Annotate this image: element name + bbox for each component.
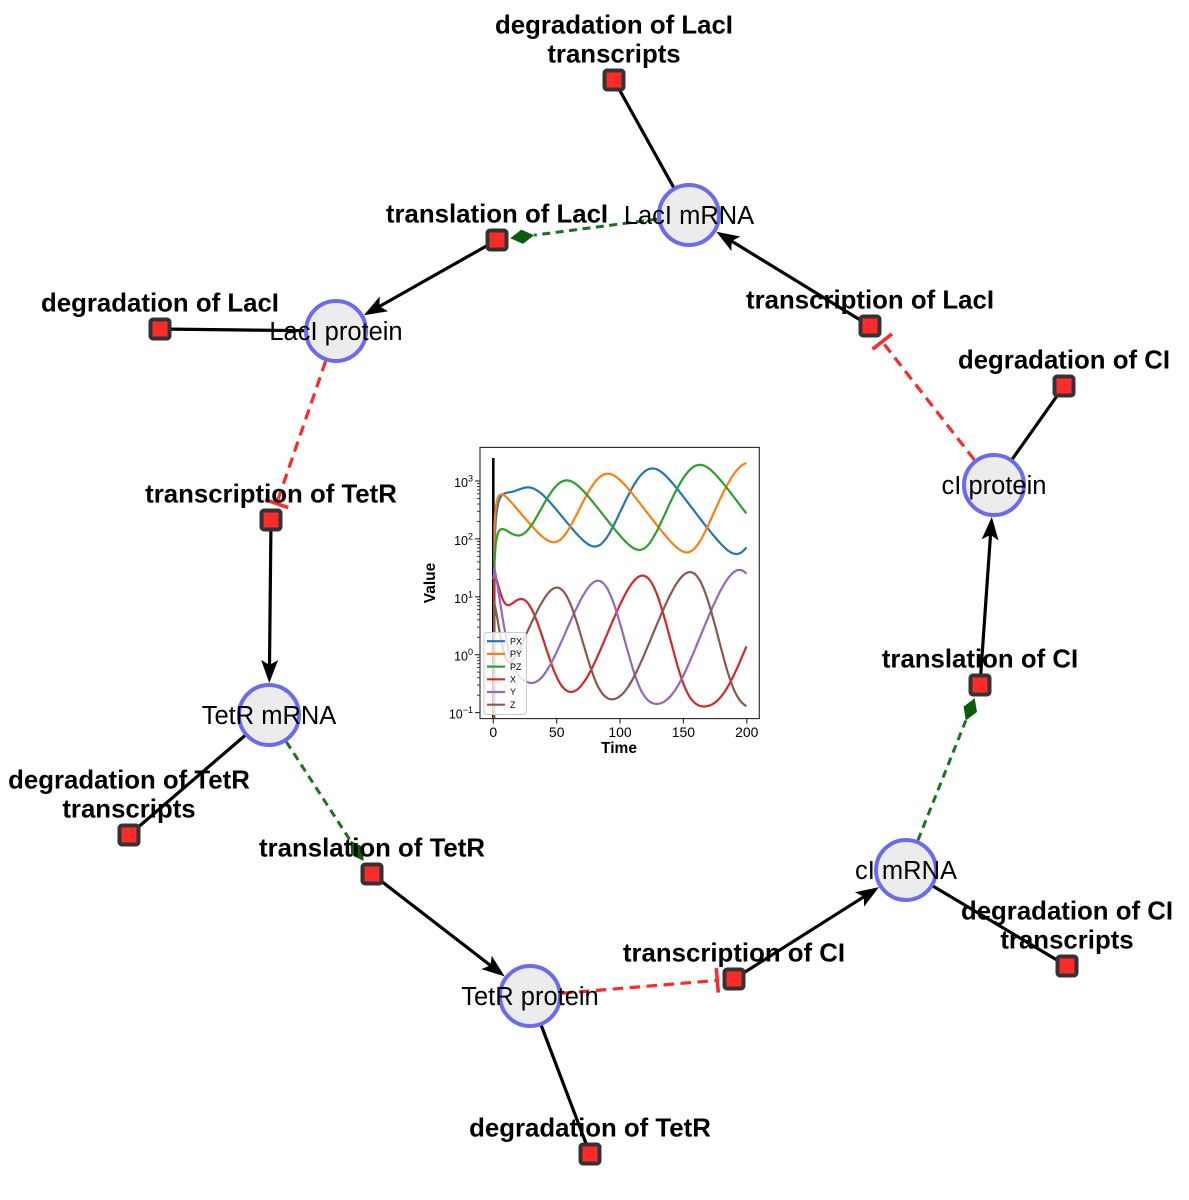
svg-text:Z: Z — [510, 700, 516, 710]
svg-text:Time: Time — [601, 740, 637, 757]
svg-text:103: 103 — [454, 474, 473, 491]
svg-text:degradation of CI: degradation of CI — [958, 347, 1170, 375]
svg-text:degradation of TetR: degradation of TetR — [469, 1115, 711, 1143]
svg-text:cI mRNA: cI mRNA — [855, 857, 957, 885]
svg-text:100: 100 — [608, 724, 632, 740]
svg-text:Y: Y — [510, 687, 516, 697]
svg-text:50: 50 — [549, 724, 565, 740]
svg-text:101: 101 — [454, 589, 473, 606]
svg-text:PZ: PZ — [510, 662, 522, 672]
svg-text:translation of TetR: translation of TetR — [259, 835, 485, 863]
svg-text:degradation of CI: degradation of CI — [961, 898, 1173, 926]
svg-text:102: 102 — [454, 531, 473, 548]
svg-text:TetR protein: TetR protein — [461, 983, 599, 1011]
svg-text:translation of LacI: translation of LacI — [386, 201, 608, 229]
svg-text:degradation of LacI: degradation of LacI — [41, 290, 279, 318]
svg-text:LacI mRNA: LacI mRNA — [624, 202, 754, 230]
svg-text:degradation of LacI: degradation of LacI — [495, 12, 733, 40]
svg-text:10−1: 10−1 — [449, 705, 473, 722]
svg-text:cI protein: cI protein — [942, 472, 1047, 500]
svg-text:degradation of TetR: degradation of TetR — [8, 767, 250, 795]
svg-text:100: 100 — [454, 647, 473, 664]
svg-text:transcripts: transcripts — [1000, 927, 1133, 955]
svg-text:X: X — [510, 675, 516, 685]
svg-text:TetR mRNA: TetR mRNA — [202, 702, 337, 730]
svg-text:transcription of TetR: transcription of TetR — [145, 481, 397, 509]
svg-text:0: 0 — [489, 724, 497, 740]
svg-text:transcription of LacI: transcription of LacI — [746, 287, 994, 315]
svg-text:PX: PX — [510, 636, 522, 646]
svg-text:LacI protein: LacI protein — [269, 318, 402, 346]
svg-text:150: 150 — [672, 724, 696, 740]
svg-text:200: 200 — [735, 724, 759, 740]
svg-text:transcripts: transcripts — [547, 41, 680, 69]
svg-text:transcription of CI: transcription of CI — [623, 940, 845, 968]
svg-text:PY: PY — [510, 649, 522, 659]
svg-text:transcripts: transcripts — [62, 796, 195, 824]
svg-text:Value: Value — [422, 562, 439, 603]
svg-text:translation of CI: translation of CI — [882, 646, 1078, 674]
